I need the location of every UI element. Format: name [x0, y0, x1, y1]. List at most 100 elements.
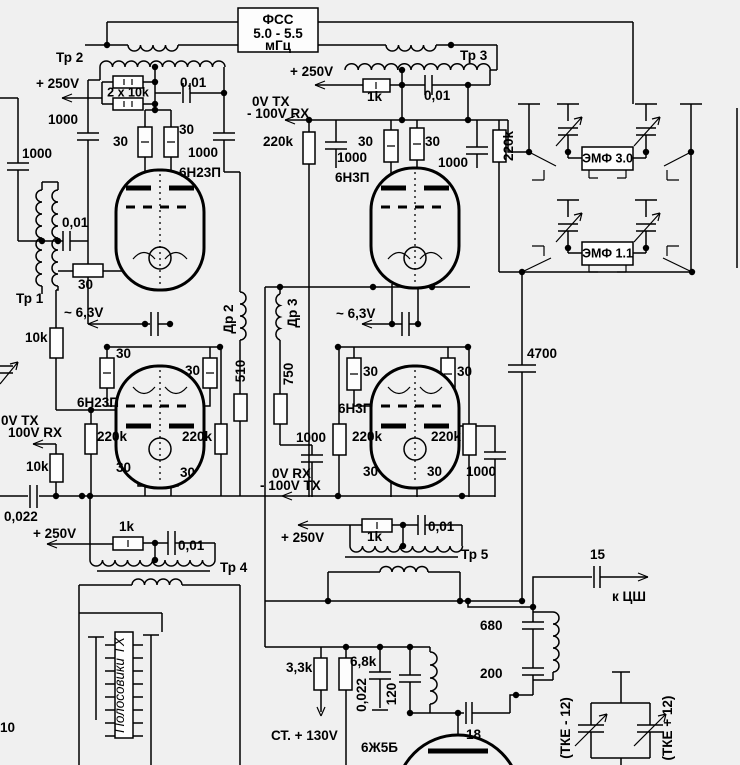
arrow-250v-tr4 [46, 539, 58, 549]
tr2-primary-coil [99, 60, 226, 68]
tr4-secondary-coil [131, 578, 183, 586]
label-15: 15 [590, 547, 606, 562]
label-emf11: ЭМФ 1.1 [582, 247, 633, 261]
arrow-to-csh [637, 572, 649, 582]
label-220k-2: 220k [182, 429, 213, 444]
label-c1000-2: 1000 [22, 146, 52, 161]
label-r30-10: 30 [363, 364, 378, 379]
arrow-250v-tr3 [314, 80, 326, 90]
neutralizing-coil [429, 651, 438, 705]
label-tr4: Тр 4 [220, 560, 248, 575]
label-rx0: 0V RX [272, 466, 311, 481]
cap-18 [465, 702, 473, 724]
resistor-510 [233, 393, 248, 422]
trimmer-emf-bot-right [636, 223, 656, 232]
arrow-heater-left [87, 319, 99, 329]
capacitors [0, 75, 667, 747]
cap-680 [522, 621, 544, 630]
label-r30-9: 30 [425, 134, 440, 149]
labels: ФСС 5.0 - 5.5 мГц Тр 2 Тр 3 Тр 1 Тр 4 Тр… [0, 12, 675, 760]
label-c1000-1: 1000 [48, 112, 78, 127]
trimmer-arrow-6 [633, 713, 667, 747]
label-c001-3: 0,01 [178, 538, 205, 553]
resistor-220k-1 [84, 423, 98, 455]
trimmer-emf-top-right [636, 127, 656, 136]
label-r30-7: 30 [180, 465, 195, 480]
label-c1000-4: 1000 [337, 150, 367, 165]
label-r30-8: 30 [358, 134, 373, 149]
tube-v2-6n23p [114, 364, 206, 490]
label-c001-1: 0,01 [180, 75, 207, 90]
label-txm100: - 100V TX [260, 478, 321, 493]
arrows [32, 80, 649, 717]
label-c1000-7: 1000 [466, 464, 496, 479]
label-10k-1: 10k [25, 330, 48, 345]
cap-15 [593, 566, 601, 588]
label-220k-3: 220k [263, 134, 294, 149]
label-r30-1: 30 [113, 134, 128, 149]
emf-11-box [581, 241, 634, 266]
arrow-heater-mid [361, 319, 373, 329]
resistor-3k3 [313, 657, 328, 691]
tube-v5-6zh5b [403, 733, 513, 765]
label-heater-2: ~ 6,3V [336, 306, 375, 321]
trimmer-arrow-5 [574, 713, 608, 747]
label-st130: СТ. + 130V [271, 728, 338, 743]
resistor-750 [273, 393, 288, 425]
label-dr2: Др 2 [221, 304, 236, 333]
resistor-220k-4 [492, 129, 507, 163]
junction-dots [38, 41, 696, 717]
arrow-mode-left [32, 439, 44, 449]
label-tke-neg: (ТКЕ - 12) [558, 697, 573, 759]
label-1k-2: 1k [367, 89, 383, 104]
blocks [114, 7, 634, 739]
cap-001-tr1 [62, 231, 71, 251]
label-v5: 6Ж5Б [361, 740, 398, 755]
cap-0022-left [29, 485, 38, 508]
arrow-250v-topleft [61, 93, 73, 103]
label-r30-12: 30 [363, 464, 378, 479]
trimmer-arrow-1 [555, 116, 583, 147]
tr5-secondary-coil [379, 565, 429, 573]
trimmer-arrow-edge [0, 361, 19, 385]
tr5-primary-coil [349, 545, 464, 553]
trimmer-arrow-2 [633, 116, 661, 147]
arrow-mode-bottom [281, 491, 293, 501]
cap-1000-2 [7, 162, 29, 171]
cap-heater-left [150, 312, 159, 336]
label-4700: 4700 [527, 346, 557, 361]
tube-v1-6n23p [114, 168, 206, 292]
cap-001-tr4 [167, 531, 176, 555]
label-18: 18 [466, 727, 482, 742]
label-heater-1: ~ 6,3V [64, 305, 103, 320]
trimmer-tke-neg [578, 724, 604, 733]
fss-line3: мГц [265, 38, 292, 53]
cap-4700 [508, 364, 536, 373]
label-c1000-5: 1000 [438, 155, 468, 170]
cap-200 [522, 667, 544, 676]
label-120: 120 [384, 683, 399, 706]
trimmer-left-edge [0, 365, 13, 374]
label-v4: 6Н3П [338, 401, 372, 416]
trimmer-tke-pos [637, 724, 663, 733]
label-250v-4: + 250V [281, 530, 324, 545]
label-r30-3: 30 [78, 277, 93, 292]
output-tank-coil [552, 611, 560, 673]
arrow-st130 [316, 706, 326, 717]
emf-30-box [581, 146, 634, 171]
label-c1000-6: 1000 [296, 430, 326, 445]
label-0022-2: 0,022 [354, 678, 369, 712]
label-c001-4: 0,01 [424, 88, 451, 103]
label-r30-4: 30 [116, 346, 131, 361]
label-v3: 6Н3П [335, 170, 369, 185]
cap-1000-7 [484, 451, 506, 460]
label-r30-6: 30 [116, 460, 131, 475]
cap-1000-5 [466, 146, 488, 155]
resistor-10k-upper [112, 75, 144, 89]
label-tr2: Тр 2 [56, 50, 83, 65]
dr2-choke-coil [239, 291, 247, 341]
label-220k-4: 220k [501, 130, 516, 161]
resistor-6k8 [338, 657, 353, 691]
resistor-10k-lower [112, 97, 144, 111]
